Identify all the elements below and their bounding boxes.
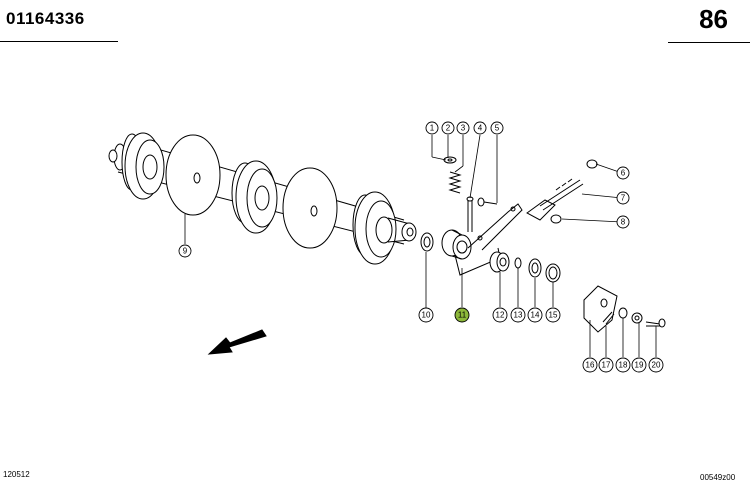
svg-text:13: 13 xyxy=(514,311,523,320)
svg-text:17: 17 xyxy=(602,361,611,370)
callout-8: 8 xyxy=(616,215,630,229)
svg-text:7: 7 xyxy=(621,194,626,203)
part-number: 01164336 xyxy=(6,9,85,28)
callout-5: 5 xyxy=(490,121,504,135)
callout-12: 12 xyxy=(492,307,508,323)
svg-text:3: 3 xyxy=(461,124,466,133)
callout-9: 9 xyxy=(178,244,192,258)
svg-text:6: 6 xyxy=(621,169,626,178)
svg-text:20: 20 xyxy=(652,361,661,370)
callout-18: 18 xyxy=(615,357,631,373)
callout-20: 20 xyxy=(648,357,664,373)
header-rule-right xyxy=(668,42,750,43)
callout-16: 16 xyxy=(582,357,598,373)
svg-text:11: 11 xyxy=(458,311,467,320)
svg-text:12: 12 xyxy=(496,311,505,320)
tensioner-assembly xyxy=(420,156,598,283)
svg-text:5: 5 xyxy=(495,124,500,133)
footer-code-right: 00549z00 xyxy=(700,473,736,482)
callout-1: 1 xyxy=(425,121,439,135)
header-rule-left xyxy=(0,41,118,42)
svg-text:10: 10 xyxy=(422,311,431,320)
callout-3: 3 xyxy=(456,121,470,135)
svg-text:2: 2 xyxy=(446,124,451,133)
callout-15: 15 xyxy=(545,307,561,323)
callout-10: 10 xyxy=(418,307,434,323)
callout-13: 13 xyxy=(510,307,526,323)
callout-4: 4 xyxy=(473,121,487,135)
svg-text:9: 9 xyxy=(183,247,188,256)
svg-text:8: 8 xyxy=(621,218,626,227)
callout-14: 14 xyxy=(527,307,543,323)
callout-2: 2 xyxy=(441,121,455,135)
svg-text:15: 15 xyxy=(549,311,558,320)
callout-7: 7 xyxy=(616,191,630,205)
svg-text:14: 14 xyxy=(531,311,540,320)
callouts: 1 2 3 4 5 6 7 8 9 10 11 12 13 14 15 16 1… xyxy=(178,121,664,373)
svg-text:18: 18 xyxy=(619,361,628,370)
svg-text:4: 4 xyxy=(478,124,483,133)
callout-17: 17 xyxy=(598,357,614,373)
page-number: 86 xyxy=(699,4,728,34)
lower-bracket-assembly xyxy=(583,285,666,333)
callout-11: 11 xyxy=(454,307,470,323)
svg-text:19: 19 xyxy=(635,361,644,370)
callout-6: 6 xyxy=(616,166,630,180)
callout-19: 19 xyxy=(631,357,647,373)
shaft-assembly xyxy=(108,132,417,265)
direction-arrow xyxy=(207,329,267,355)
svg-text:16: 16 xyxy=(586,361,595,370)
svg-text:1: 1 xyxy=(430,124,435,133)
footer-code-left: 120512 xyxy=(3,470,30,479)
